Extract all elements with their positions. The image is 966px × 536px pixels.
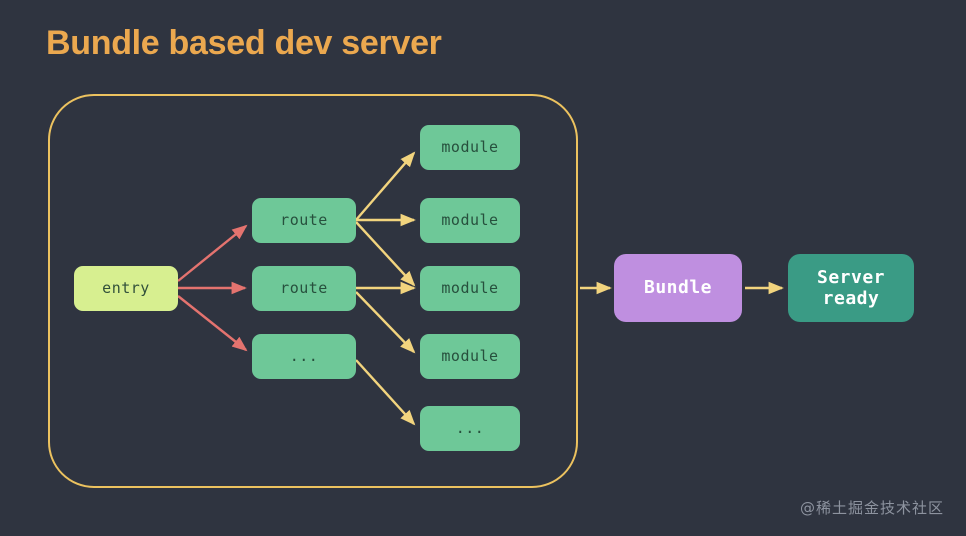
node-server-ready[interactable]: Server ready bbox=[788, 254, 914, 322]
bundle-graph-group bbox=[48, 94, 578, 488]
node-route-ellipsis[interactable]: ... bbox=[252, 334, 356, 379]
page-title: Bundle based dev server bbox=[46, 24, 442, 62]
node-bundle[interactable]: Bundle bbox=[614, 254, 742, 322]
node-module-3[interactable]: module bbox=[420, 266, 520, 311]
node-module-1[interactable]: module bbox=[420, 125, 520, 170]
node-module-4[interactable]: module bbox=[420, 334, 520, 379]
watermark: @稀土掘金技术社区 bbox=[799, 499, 944, 517]
node-module-2[interactable]: module bbox=[420, 198, 520, 243]
node-module-ellipsis[interactable]: ... bbox=[420, 406, 520, 451]
node-entry[interactable]: entry bbox=[74, 266, 178, 311]
node-route-1[interactable]: route bbox=[252, 198, 356, 243]
node-route-2[interactable]: route bbox=[252, 266, 356, 311]
